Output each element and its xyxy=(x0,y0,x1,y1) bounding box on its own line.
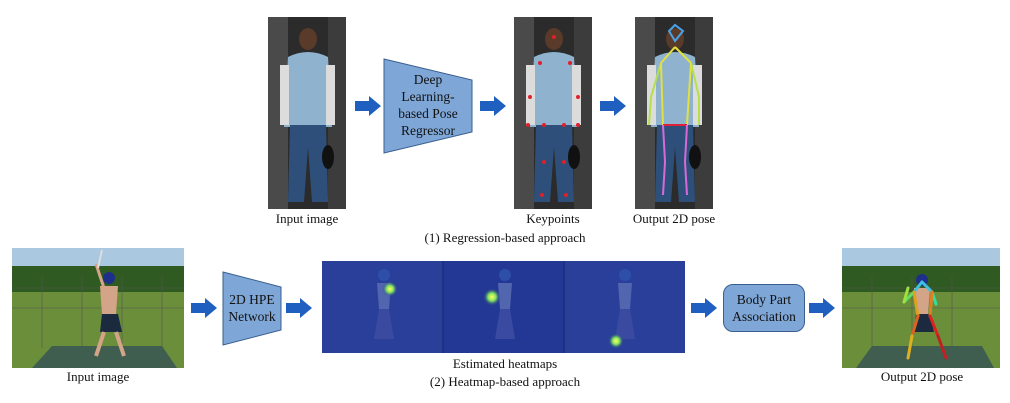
body-part-association-box: Body Part Association xyxy=(723,284,805,332)
bottom-input-caption: Input image xyxy=(66,369,130,384)
regressor-line-3: based Pose xyxy=(398,106,458,121)
arrow-right-icon xyxy=(480,96,506,116)
top-input-caption: Input image xyxy=(275,211,339,226)
bottom-output-caption: Output 2D pose xyxy=(880,369,964,384)
bottom-input-image xyxy=(12,248,184,368)
heatmaps-caption: Estimated heatmaps xyxy=(452,356,558,371)
section-caption-regression: (1) Regression-based approach xyxy=(424,230,586,245)
heatmap-panel-3 xyxy=(564,261,685,353)
section-caption-heatmap: (2) Heatmap-based approach xyxy=(429,374,581,389)
hpe-network-label: 2D HPE Network xyxy=(223,291,281,325)
regressor-line-2: Learning- xyxy=(401,89,455,104)
network-line-1: 2D HPE xyxy=(229,292,275,307)
arrow-right-icon xyxy=(691,298,717,318)
pose-regressor-shape xyxy=(383,58,473,154)
top-output-caption: Output 2D pose xyxy=(632,211,716,226)
arrow-right-icon xyxy=(286,298,312,318)
arrow-right-icon xyxy=(355,96,381,116)
association-line-2: Association xyxy=(732,309,796,324)
bottom-output-image xyxy=(842,248,1000,368)
arrow-right-icon xyxy=(809,298,835,318)
keypoints-image xyxy=(514,17,592,209)
regressor-line-1: Deep xyxy=(413,72,443,87)
heatmap-panel-2 xyxy=(443,261,564,353)
heatmap-panel-1 xyxy=(322,261,443,353)
hpe-network-shape xyxy=(222,271,282,346)
top-input-image xyxy=(268,17,346,209)
estimated-heatmaps xyxy=(322,261,685,353)
network-line-2: Network xyxy=(228,309,276,324)
regressor-line-4: Regressor xyxy=(401,123,455,138)
arrow-right-icon xyxy=(191,298,217,318)
association-line-1: Body Part xyxy=(736,292,792,307)
arrow-right-icon xyxy=(600,96,626,116)
top-output-image xyxy=(635,17,713,209)
keypoints-caption: Keypoints xyxy=(526,211,580,226)
pose-regressor-label: Deep Learning- based Pose Regressor xyxy=(388,71,468,139)
